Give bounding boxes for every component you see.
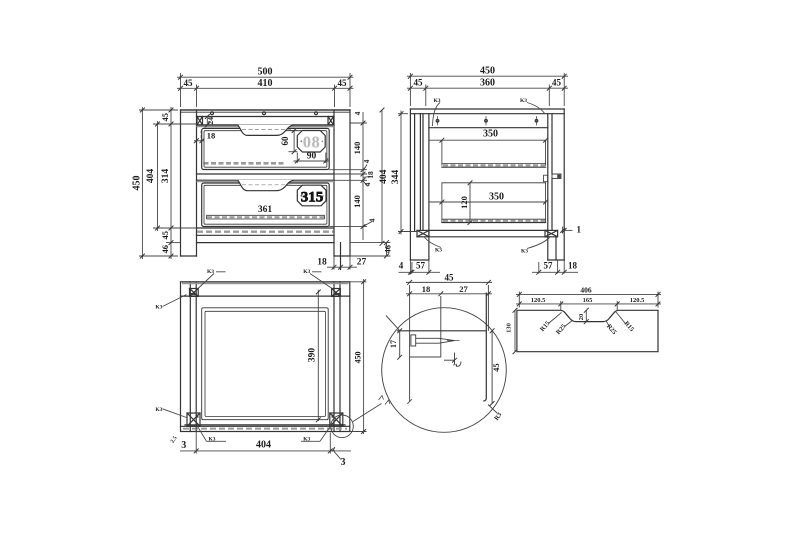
svg-text:140: 140 [352,195,362,208]
svg-text:90: 90 [307,152,317,162]
svg-text:4: 4 [368,218,377,222]
svg-text:120.5: 120.5 [630,297,645,304]
svg-text:390: 390 [308,348,318,363]
svg-text:20: 20 [578,314,585,321]
svg-text:45: 45 [552,78,562,88]
svg-text:406: 406 [580,285,592,294]
svg-text:130: 130 [506,323,513,333]
svg-text:27: 27 [459,284,468,294]
svg-text:K3: K3 [155,305,162,311]
svg-text:165: 165 [583,297,594,304]
svg-text:404: 404 [256,440,271,451]
svg-text:R25: R25 [605,323,618,337]
svg-text:K3: K3 [433,98,440,104]
svg-text:08: 08 [303,133,321,152]
svg-text:140: 140 [352,142,362,155]
svg-text:404: 404 [146,169,156,184]
svg-text:45: 45 [160,231,170,240]
svg-text:120: 120 [459,196,469,209]
svg-text:45: 45 [491,363,501,372]
svg-text:60: 60 [280,136,290,146]
svg-text:1: 1 [577,225,582,235]
svg-text:17: 17 [389,340,398,348]
svg-text:120.5: 120.5 [531,297,546,304]
svg-text:K3: K3 [155,407,162,413]
svg-text:360: 360 [480,78,495,89]
svg-text:45: 45 [414,78,424,88]
svg-text:18: 18 [207,131,216,141]
svg-text:450: 450 [353,352,362,364]
svg-text:45: 45 [445,272,455,282]
svg-text:18: 18 [568,260,578,270]
svg-text:46: 46 [383,245,393,254]
svg-text:R25: R25 [555,322,568,336]
svg-text:K3: K3 [435,248,442,254]
svg-text:410: 410 [258,78,273,89]
svg-text:350: 350 [483,129,498,140]
svg-text:4: 4 [353,111,362,115]
svg-text:K3: K3 [303,437,310,443]
svg-text:500: 500 [258,67,273,78]
svg-text:3: 3 [181,440,186,451]
svg-text:18: 18 [366,171,375,179]
svg-text:45: 45 [338,78,348,88]
svg-text:361: 361 [258,205,273,215]
svg-text:404: 404 [379,169,389,184]
svg-text:2.5: 2.5 [170,435,179,444]
svg-text:27: 27 [357,258,367,268]
svg-text:57: 57 [416,260,426,270]
svg-text:3: 3 [341,457,346,468]
svg-text:18: 18 [422,284,431,294]
svg-text:R3: R3 [493,411,504,422]
svg-text:350: 350 [489,192,504,203]
svg-text:K3: K3 [303,269,310,275]
svg-text:4: 4 [399,260,404,270]
svg-text:2: 2 [453,363,459,366]
svg-text:4: 4 [362,159,371,163]
svg-text:R15: R15 [539,319,552,333]
svg-text:315: 315 [301,190,324,206]
svg-text:4: 4 [363,182,372,186]
svg-text:45: 45 [184,78,194,88]
svg-text:450: 450 [132,176,143,191]
svg-text:K3: K3 [207,269,214,275]
svg-text:R15: R15 [623,320,636,334]
svg-text:344: 344 [391,170,401,185]
svg-text:450: 450 [480,66,495,77]
svg-text:45: 45 [160,113,170,122]
svg-text:K3: K3 [521,249,528,255]
svg-text:K3: K3 [520,98,527,104]
svg-text:46: 46 [160,245,170,254]
svg-text:K3: K3 [208,437,215,443]
svg-text:314: 314 [161,169,171,184]
svg-text:24: 24 [206,117,215,125]
svg-text:57: 57 [544,260,554,270]
svg-text:18: 18 [317,258,327,268]
